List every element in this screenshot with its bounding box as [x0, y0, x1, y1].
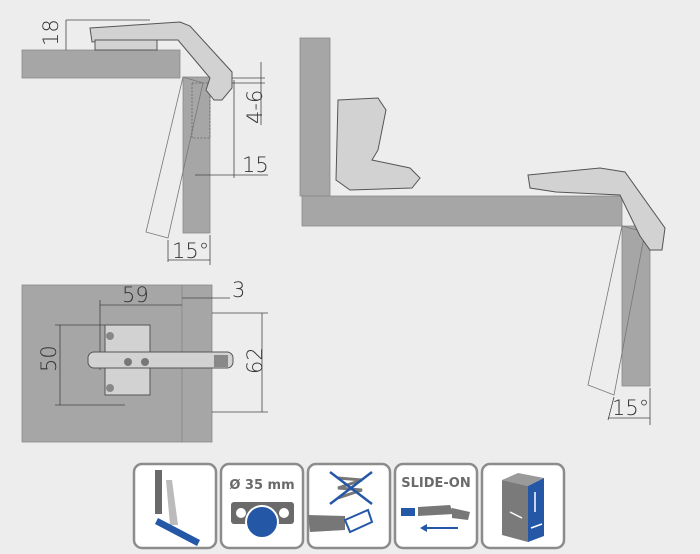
- cup-diameter-icon: Ø 35 mm: [219, 462, 305, 550]
- dim-height: 50: [37, 345, 61, 372]
- hinge-closed: [527, 167, 666, 251]
- cup-outline: [191, 82, 211, 139]
- hinge-arm-top: [87, 351, 234, 369]
- side-view-closed: 18 4-6 15 15°: [21, 19, 269, 265]
- cabinet-bottom-panel: [301, 195, 623, 227]
- dim-gap: 3: [232, 278, 245, 302]
- feature-icons-row: Ø 35 mm SLIDE-ON: [132, 462, 566, 550]
- slide-on-icon: SLIDE-ON: [393, 462, 479, 550]
- door-panel-open: [299, 37, 331, 197]
- mounting-plate: [94, 39, 158, 51]
- side-view-open: 15°: [299, 37, 666, 425]
- no-spring-icon: [306, 462, 392, 550]
- dim-angle-open: 15°: [612, 396, 649, 420]
- dim-angle: 15°: [172, 239, 209, 263]
- inset-angle-icon: [132, 462, 218, 550]
- 3d-adjustment-icon: [480, 462, 566, 550]
- door-open-ghost: [145, 76, 204, 239]
- plate-view: 59 3 50 62: [21, 278, 268, 443]
- door-panel-closed: [621, 225, 651, 387]
- dim-height2: 62: [243, 347, 267, 374]
- slide-on-label: SLIDE-ON: [401, 476, 470, 491]
- cabinet-side-panel: [21, 49, 181, 79]
- door-panel: [182, 76, 211, 234]
- hinge-open: [335, 97, 421, 191]
- cup-diameter-label: Ø 35 mm: [229, 478, 294, 493]
- dim-width: 59: [122, 283, 149, 307]
- dim-thickness: 18: [39, 19, 63, 46]
- dim-overlay: 4-6: [243, 90, 267, 124]
- dim-offset: 15: [242, 153, 269, 177]
